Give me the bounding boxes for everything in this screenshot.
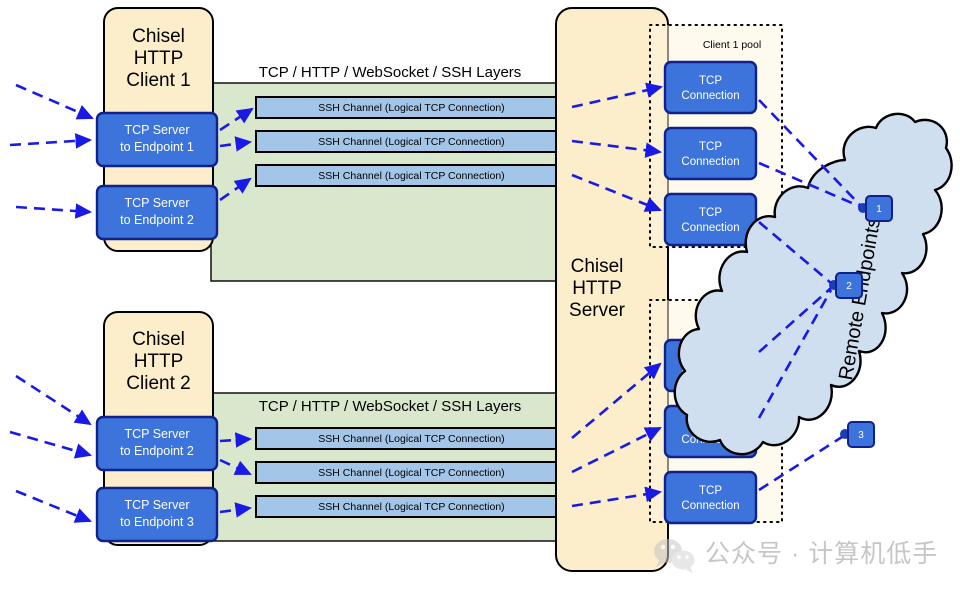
client-2-pool-connection-3-line-2: Connection: [681, 500, 739, 512]
arrow-pool1-conn3-to-endpoint2: [758, 221, 832, 284]
client-1-tcp-server-2-line-2: to Endpoint 2: [120, 213, 194, 227]
client-2-ssh-channel-1[interactable]: SSH Channel (Logical TCP Connection): [255, 427, 568, 450]
client-1-ssh-channel-1[interactable]: SSH Channel (Logical TCP Connection): [255, 96, 568, 119]
client-2-tcp-server-2-line-2: to Endpoint 3: [120, 515, 194, 529]
client-1-pool-label: Client 1 pool: [703, 39, 761, 51]
client-1-pool-connection-3-line-2: Connection: [681, 222, 739, 234]
remote-endpoint-3[interactable]: 3: [840, 421, 875, 448]
client-1-ssh-channel-2-label: SSH Channel (Logical TCP Connection): [318, 136, 504, 148]
arrow-ch2-to-pool1-conn2: [571, 139, 663, 158]
client-2-tcp-server-2-line-1: TCP Server: [124, 498, 189, 512]
arrow-pool2-conn2-to-endpoint2: [757, 289, 833, 419]
remote-endpoint-1-label: 1: [876, 204, 882, 215]
server-title-line-2: HTTP: [572, 278, 622, 299]
arrow-pool1-conn2-to-endpoint1: [758, 161, 860, 208]
client-1-tcp-server-1[interactable]: TCP Server to Endpoint 1: [95, 111, 219, 168]
client-1-inbound-arrow-1: [15, 83, 94, 120]
chisel-http-server-group[interactable]: Chisel HTTP Server: [555, 7, 669, 572]
client-1-inbound-arrow-3: [15, 203, 93, 219]
arrow-ch6-to-pool2-conn3: [571, 486, 663, 508]
server-title-line-3: Server: [569, 300, 626, 321]
client-1-tcp-server-2[interactable]: TCP Server to Endpoint 2: [95, 184, 219, 241]
client-1-group: Chisel HTTP Client 1 TCP / HTTP / WebSoc…: [9, 7, 571, 282]
arrow-ch3-to-pool1-conn3: [571, 173, 662, 212]
client-1-pool-connection-3-line-1: TCP: [699, 207, 722, 219]
client-2-pool-connection-3-line-1: TCP: [699, 485, 722, 497]
arrow-pool2-conn1-to-endpoint2: [758, 287, 832, 353]
client-2-title-line-2: HTTP: [134, 351, 184, 372]
client-2-inbound-arrow-3: [15, 489, 92, 523]
client-2-tcp-server-1-line-1: TCP Server: [124, 427, 189, 441]
client-1-pool-connection-3[interactable]: TCP Connection: [663, 192, 758, 247]
client-1-internal-arrows: [219, 107, 254, 202]
watermark-group: 公众号 · 计算机低手: [654, 539, 938, 573]
client-2-arrow-srv1-ch2: [219, 458, 252, 476]
client-1-ssh-channel-1-label: SSH Channel (Logical TCP Connection): [318, 102, 504, 114]
arrow-ch1-to-pool1-conn1: [571, 82, 664, 109]
client-1-pool-connection-1-line-2: Connection: [681, 90, 739, 102]
arrow-ch4-to-pool2-conn1: [571, 362, 662, 439]
client-1-ssh-channel-3-label: SSH Channel (Logical TCP Connection): [318, 170, 504, 182]
client-1-pool-connection-2-line-1: TCP: [699, 141, 722, 153]
remote-endpoint-3-label: 3: [858, 430, 864, 441]
client-1-layer-label: TCP / HTTP / WebSocket / SSH Layers: [259, 64, 522, 81]
client-1-pool-connection-2-line-2: Connection: [681, 156, 739, 168]
client-1-pool-connection-2[interactable]: TCP Connection: [663, 126, 758, 181]
remote-endpoint-1[interactable]: 1: [858, 195, 893, 222]
client-2-arrow-srv1-ch1: [219, 432, 253, 448]
client-1-pool-connection-1[interactable]: TCP Connection: [663, 60, 758, 115]
client-2-internal-arrows: [219, 432, 253, 518]
client-1-tcp-server-2-line-1: TCP Server: [124, 196, 189, 210]
client-1-ssh-channel-3[interactable]: SSH Channel (Logical TCP Connection): [255, 164, 568, 187]
remote-endpoint-2[interactable]: 2: [829, 272, 863, 299]
client-2-group: Chisel HTTP Client 2 TCP / HTTP / WebSoc…: [9, 311, 571, 546]
arrow-ch5-to-pool2-conn2: [571, 426, 662, 474]
client-2-title-line-1: Chisel: [132, 329, 185, 350]
client-1-inbound-arrows: [9, 83, 94, 219]
client-2-pool-connection-3[interactable]: TCP Connection: [663, 470, 758, 525]
arrow-pool1-conn1-to-endpoint1: [758, 99, 861, 206]
client-1-title-line-1: Chisel: [132, 26, 185, 47]
client-1-tcp-server-1-line-1: TCP Server: [124, 123, 189, 137]
client-1-arrow-srv2-ch3: [219, 177, 252, 202]
watermark-text: 公众号 · 计算机低手: [705, 540, 938, 568]
client-1-arrow-srv1-ch2: [219, 136, 253, 152]
client-2-inbound-arrow-2: [9, 430, 92, 459]
client-2-ssh-channel-3[interactable]: SSH Channel (Logical TCP Connection): [255, 495, 568, 518]
wechat-icon: [654, 539, 695, 573]
client-2-title-line-3: Client 2: [126, 373, 190, 394]
client-2-arrow-srv2-ch3: [219, 502, 253, 518]
client-1-title-line-2: HTTP: [134, 48, 184, 69]
remote-endpoints-cloud-group: Remote Endpoints 1 2 3: [673, 112, 953, 456]
client-1-ssh-channel-2[interactable]: SSH Channel (Logical TCP Connection): [255, 130, 568, 153]
arrow-pool2-conn3-to-endpoint3: [758, 435, 843, 492]
client-2-ssh-channel-2-label: SSH Channel (Logical TCP Connection): [318, 467, 504, 479]
client-1-pool-group: Client 1 pool TCP Connection TCP Connect…: [649, 24, 783, 248]
chisel-http-server-body[interactable]: [555, 7, 669, 572]
tunnel-to-pool-arrows: [571, 82, 664, 508]
pool-to-endpoint-arrows: [757, 99, 861, 492]
client-1-pool-connection-1-line-1: TCP: [699, 75, 722, 87]
server-title-line-1: Chisel: [571, 256, 624, 277]
client-2-inbound-arrow-1: [15, 374, 92, 426]
client-2-tcp-server-2[interactable]: TCP Server to Endpoint 3: [95, 486, 219, 543]
client-1-arrow-srv1-ch1: [219, 107, 254, 132]
client-2-inbound-arrows: [9, 374, 92, 523]
client-2-ssh-channel-1-label: SSH Channel (Logical TCP Connection): [318, 433, 504, 445]
client-2-ssh-channel-3-label: SSH Channel (Logical TCP Connection): [318, 501, 504, 513]
client-1-title-line-3: Client 1: [126, 70, 190, 91]
client-2-layer-label: TCP / HTTP / WebSocket / SSH Layers: [259, 398, 522, 415]
client-1-tcp-server-1-line-2: to Endpoint 1: [120, 140, 194, 154]
client-2-tcp-server-1-line-2: to Endpoint 2: [120, 444, 194, 458]
client-2-tcp-server-1[interactable]: TCP Server to Endpoint 2: [95, 415, 219, 472]
remote-endpoint-2-label: 2: [846, 281, 852, 292]
client-2-ssh-channel-2[interactable]: SSH Channel (Logical TCP Connection): [255, 461, 568, 484]
client-1-inbound-arrow-2: [9, 133, 93, 149]
